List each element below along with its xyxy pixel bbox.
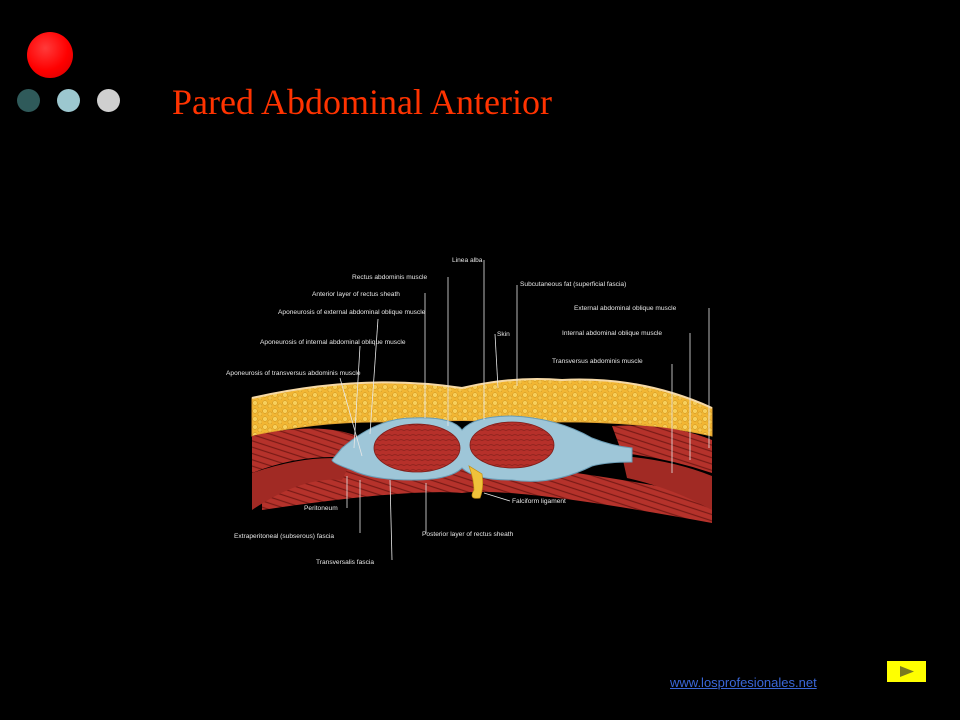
deep-muscle-layer: [262, 463, 712, 523]
bullet-dot-gray: [97, 89, 120, 112]
label-rectus-muscle: Rectus abdominis muscle: [352, 274, 427, 281]
label-skin: Skin: [497, 331, 510, 338]
slide-title: Pared Abdominal Anterior: [172, 82, 552, 122]
label-transversalis: Transversalis fascia: [316, 559, 374, 566]
play-triangle-icon: [900, 666, 914, 677]
bullet-dot-lightblue: [57, 89, 80, 112]
label-posterior-layer: Posterior layer of rectus sheath: [422, 531, 514, 538]
label-peritoneum: Peritoneum: [304, 505, 338, 512]
abdominal-wall-cross-section: Linea alba Rectus abdominis muscle Anter…: [212, 248, 722, 570]
label-transversus: Transversus abdominis muscle: [552, 358, 643, 365]
bullet-dot-red: [27, 32, 73, 78]
rectus-muscle-right: [469, 421, 555, 469]
skin-edge: [251, 378, 713, 409]
label-subcutaneous: Subcutaneous fat (superficial fascia): [520, 281, 626, 288]
label-aponeurosis-transversus: Aponeurosis of transversus abdominis mus…: [226, 370, 361, 377]
next-slide-button[interactable]: [887, 661, 926, 682]
label-aponeurosis-external: Aponeurosis of external abdominal obliqu…: [278, 309, 426, 316]
rectus-muscle-left: [373, 423, 461, 473]
label-external-oblique: External abdominal oblique muscle: [574, 305, 677, 312]
falciform-ligament: [468, 465, 484, 499]
label-falciform: Falciform ligament: [512, 498, 566, 505]
footer-website-link[interactable]: www.losprofesionales.net: [670, 675, 817, 690]
right-oblique-muscles: [612, 425, 712, 473]
bullet-dot-teal: [17, 89, 40, 112]
label-extraperitoneal: Extraperitoneal (subserous) fascia: [234, 533, 334, 540]
left-oblique-muscles: [252, 428, 362, 473]
anatomy-diagram: Linea alba Rectus abdominis muscle Anter…: [226, 257, 713, 566]
label-aponeurosis-internal: Aponeurosis of internal abdominal obliqu…: [260, 339, 406, 346]
label-anterior-layer: Anterior layer of rectus sheath: [312, 291, 400, 298]
label-linea-alba: Linea alba: [452, 257, 483, 264]
label-internal-oblique: Internal abdominal oblique muscle: [562, 330, 662, 337]
